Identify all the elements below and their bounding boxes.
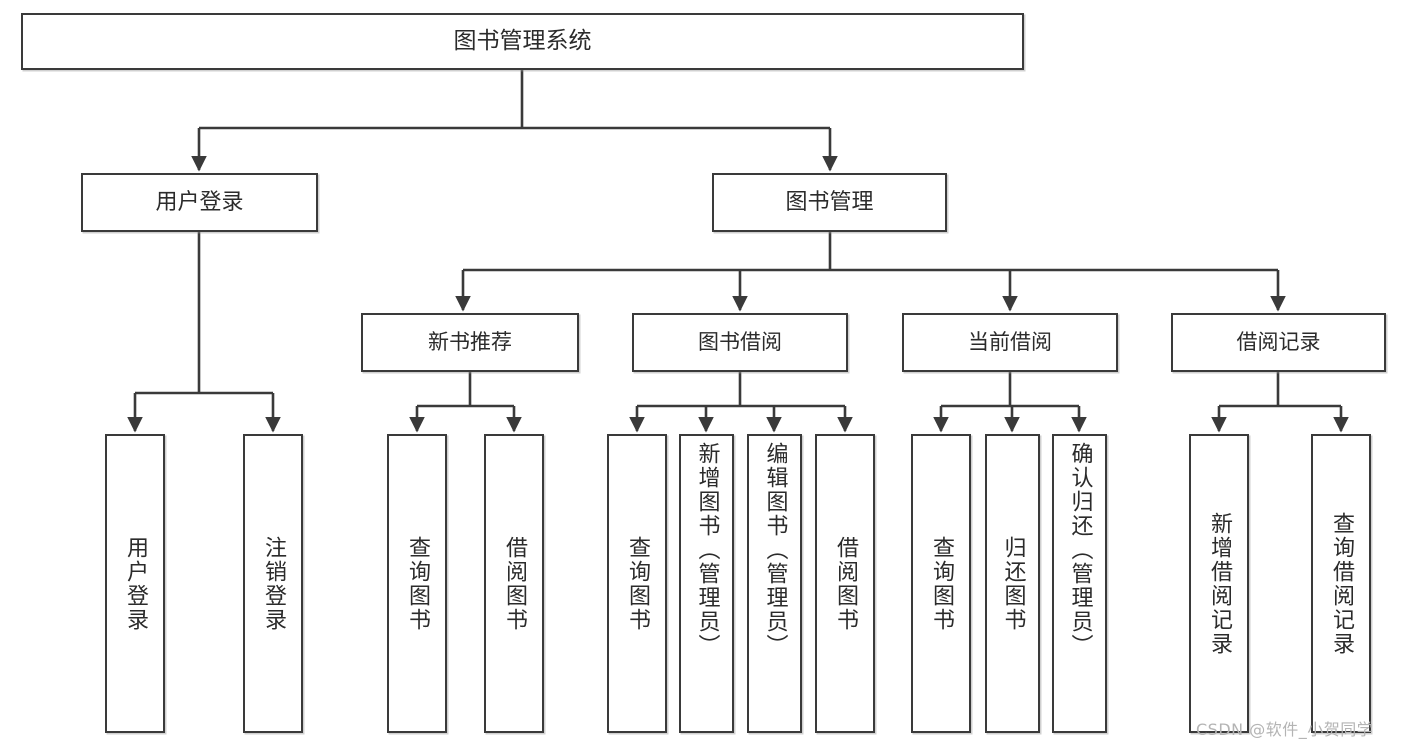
node-user-login[interactable]: 用户登录 bbox=[81, 173, 318, 232]
node-current-borrow-label: 当前借阅 bbox=[968, 330, 1052, 355]
node-leaf-confirm-return-label: 确认归还（管理员） bbox=[1067, 442, 1093, 658]
node-leaf-query-record-label: 查询借阅记录 bbox=[1329, 511, 1354, 656]
node-leaf-query-record[interactable]: 查询借阅记录 bbox=[1311, 434, 1371, 733]
node-borrow-record[interactable]: 借阅记录 bbox=[1171, 313, 1386, 372]
node-root-label: 图书管理系统 bbox=[453, 28, 592, 55]
node-leaf-query-book-3[interactable]: 查询图书 bbox=[911, 434, 971, 733]
node-leaf-borrow-book-1[interactable]: 借阅图书 bbox=[484, 434, 544, 733]
node-leaf-query-book-2[interactable]: 查询图书 bbox=[607, 434, 667, 733]
node-leaf-return-book-label: 归还图书 bbox=[1000, 535, 1026, 632]
node-leaf-add-record-label: 新增借阅记录 bbox=[1207, 511, 1232, 656]
node-user-login-label: 用户登录 bbox=[155, 189, 244, 215]
node-book-borrow-label: 图书借阅 bbox=[698, 330, 782, 355]
node-leaf-query-book-2-label: 查询图书 bbox=[625, 535, 650, 632]
node-leaf-edit-book[interactable]: 编辑图书（管理员） bbox=[747, 434, 802, 733]
node-leaf-add-book-label: 新增图书（管理员） bbox=[694, 442, 720, 658]
node-current-borrow[interactable]: 当前借阅 bbox=[902, 313, 1118, 372]
node-leaf-logout[interactable]: 注销登录 bbox=[243, 434, 303, 733]
node-leaf-borrow-book-1-label: 借阅图书 bbox=[502, 535, 527, 632]
node-new-book-recommend-label: 新书推荐 bbox=[428, 330, 512, 355]
node-leaf-confirm-return[interactable]: 确认归还（管理员） bbox=[1052, 434, 1107, 733]
node-borrow-record-label: 借阅记录 bbox=[1236, 330, 1321, 355]
node-leaf-user-login[interactable]: 用户登录 bbox=[105, 434, 165, 733]
node-leaf-return-book[interactable]: 归还图书 bbox=[985, 434, 1040, 733]
node-leaf-logout-label: 注销登录 bbox=[261, 535, 286, 632]
node-leaf-query-book-3-label: 查询图书 bbox=[929, 535, 954, 632]
node-leaf-query-book-1-label: 查询图书 bbox=[405, 535, 430, 632]
node-book-management[interactable]: 图书管理 bbox=[712, 173, 947, 232]
node-new-book-recommend[interactable]: 新书推荐 bbox=[361, 313, 579, 372]
node-leaf-add-book[interactable]: 新增图书（管理员） bbox=[679, 434, 734, 733]
node-root[interactable]: 图书管理系统 bbox=[21, 13, 1024, 70]
node-leaf-borrow-book-2-label: 借阅图书 bbox=[833, 535, 858, 632]
node-leaf-user-login-label: 用户登录 bbox=[123, 535, 148, 632]
node-leaf-add-record[interactable]: 新增借阅记录 bbox=[1189, 434, 1249, 733]
node-leaf-query-book-1[interactable]: 查询图书 bbox=[387, 434, 447, 733]
node-leaf-edit-book-label: 编辑图书（管理员） bbox=[762, 442, 788, 658]
node-leaf-borrow-book-2[interactable]: 借阅图书 bbox=[815, 434, 875, 733]
node-book-management-label: 图书管理 bbox=[785, 189, 874, 215]
node-book-borrow[interactable]: 图书借阅 bbox=[632, 313, 848, 372]
